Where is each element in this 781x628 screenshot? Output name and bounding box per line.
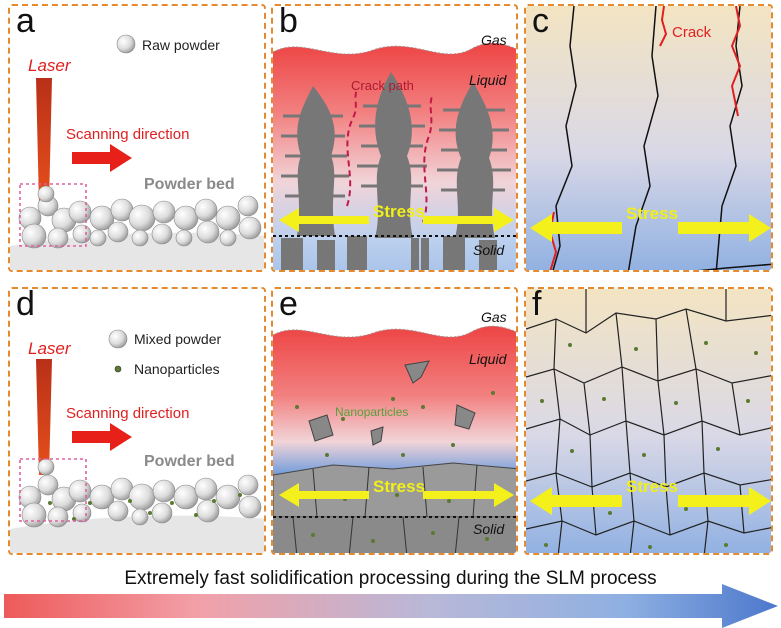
- nanoparticles-label: Nanoparticles: [335, 405, 409, 419]
- stress-arrows: [530, 214, 771, 242]
- temperature-gradient-arrow: [4, 584, 778, 628]
- scan-arrow-icon: [72, 423, 132, 451]
- solid-zone: [273, 517, 516, 553]
- panel-c: c Crack Stress: [524, 4, 773, 272]
- nanoparticles: [48, 493, 242, 521]
- scanning-direction-label: Scanning direction: [66, 405, 190, 422]
- raw-powder-label: Raw powder: [142, 37, 220, 53]
- grain-boundaries: [552, 6, 771, 270]
- laser-label: Laser: [28, 339, 71, 358]
- stress-arrows: [279, 208, 514, 232]
- nanoparticles-label: Nanoparticles: [134, 361, 220, 377]
- stress-label: Stress: [626, 204, 678, 223]
- grain-field: [526, 289, 771, 553]
- molten-particle: [37, 185, 55, 203]
- crack-label: Crack: [672, 24, 712, 41]
- stress-label: Stress: [373, 477, 425, 496]
- melt-zone-box: [19, 183, 87, 247]
- solid-grains: [281, 236, 497, 270]
- panel-d: d Mixed powder Nanoparticles Laser Scann…: [8, 287, 266, 555]
- panel-label-a: a: [16, 4, 35, 40]
- powder-bed-label: Powder bed: [144, 176, 235, 193]
- liquid-label: Liquid: [469, 72, 507, 88]
- substrate: [10, 232, 264, 270]
- liquid-label: Liquid: [469, 351, 507, 367]
- panel-f-art: [526, 289, 771, 553]
- panel-e-art: [273, 325, 516, 553]
- panel-e: e Gas Liquid Nanoparticles Stress Solid: [271, 287, 518, 555]
- scan-arrow-icon: [72, 144, 132, 172]
- substrate: [10, 515, 264, 553]
- panel-b: b Gas Liquid Crack path Stress Solid: [271, 4, 518, 272]
- mixed-powder-legend-icon: [108, 329, 128, 349]
- stress-arrows: [279, 483, 514, 507]
- panel-d-art: [10, 329, 264, 553]
- panel-b-art: [273, 42, 516, 270]
- scanning-direction-label: Scanning direction: [66, 126, 190, 143]
- process-caption: Extremely fast solidification processing…: [124, 568, 657, 589]
- solid-label: Solid: [473, 521, 505, 537]
- raw-powder-legend-icon: [116, 34, 136, 54]
- gas-label: Gas: [481, 32, 507, 48]
- powder-bed-label: Powder bed: [144, 453, 235, 470]
- stress-arrows: [530, 487, 771, 515]
- nucleating-grains: [308, 360, 476, 446]
- panel-label-e: e: [279, 287, 298, 323]
- melt-zone-box: [19, 458, 87, 522]
- panel-label-f: f: [532, 287, 542, 323]
- molten-particle: [37, 458, 55, 476]
- crack-paths: [346, 89, 434, 223]
- panel-label-c: c: [532, 4, 549, 40]
- stress-label: Stress: [373, 202, 425, 221]
- powder-bed-particles: [18, 195, 262, 249]
- dendrite-arms: [281, 104, 511, 198]
- panel-a-art: [10, 34, 264, 270]
- mixed-powder-label: Mixed powder: [134, 331, 222, 347]
- equiaxed-grain-network: [526, 289, 771, 553]
- laser-beam-icon: [36, 359, 52, 475]
- dendrites: [297, 72, 495, 238]
- gas-liquid-interface: [273, 42, 516, 55]
- gas-liquid-interface: [273, 325, 516, 338]
- panel-label-d: d: [16, 287, 35, 323]
- panel-f: f Stress: [524, 287, 773, 555]
- panel-c-art: [526, 6, 771, 270]
- solid-label: Solid: [473, 242, 505, 258]
- laser-label: Laser: [28, 56, 71, 75]
- crack-path-label: Crack path: [351, 78, 414, 93]
- laser-beam-icon: [36, 78, 52, 204]
- nanoparticles: [540, 341, 758, 549]
- nanoparticle-legend-icon: [114, 365, 122, 373]
- stress-label: Stress: [626, 477, 678, 496]
- panel-a: a Raw powder Laser Scanning direction Po…: [8, 4, 266, 272]
- gas-label: Gas: [481, 309, 507, 325]
- panel-label-b: b: [279, 4, 298, 40]
